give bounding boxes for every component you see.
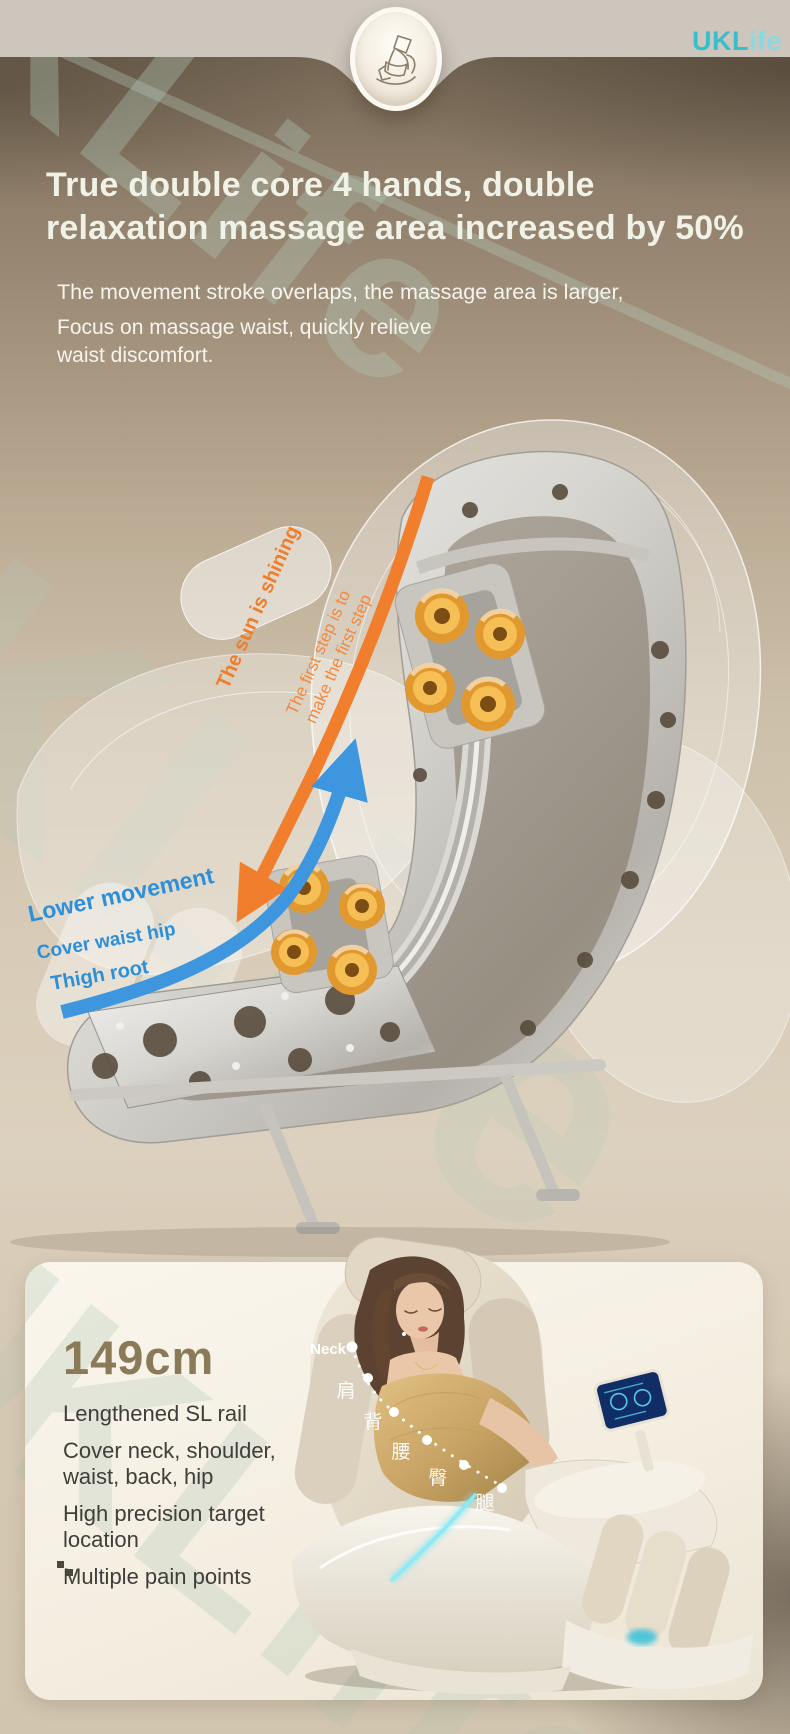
lower-stroke-arrow xyxy=(60,738,368,1019)
pixel-artifact xyxy=(66,1569,73,1576)
massage-chair-line-icon xyxy=(376,35,416,85)
subtitle-line-1: The movement stroke overlaps, the massag… xyxy=(57,280,624,304)
footrest-light xyxy=(627,1629,657,1645)
frame-legs xyxy=(10,1059,670,1257)
chair-base xyxy=(350,1648,572,1695)
subtitle-line-3: waist discomfort. xyxy=(57,344,214,367)
massage-chair-photo: Neck 肩 背 腰 臀 腿 xyxy=(290,1228,763,1700)
title-line-2: relaxation massage area increased by 50% xyxy=(46,209,744,247)
shoulder-label: 肩 xyxy=(336,1380,355,1402)
brand-logo-light: ife xyxy=(748,26,782,56)
title-line-1: True double core 4 hands, double xyxy=(46,166,595,204)
massage-chair-illustration: Neck 肩 背 腰 臀 腿 xyxy=(292,1236,754,1695)
armrest-pad xyxy=(534,1461,706,1519)
woman xyxy=(354,1256,558,1502)
brand-badge xyxy=(350,7,442,111)
brand-logo: UKLife xyxy=(692,26,782,57)
massage-zone-dots xyxy=(346,1341,507,1493)
feature-line: Multiple pain points xyxy=(63,1564,252,1589)
ghost-headrest xyxy=(180,526,332,640)
chair-left-wing xyxy=(294,1313,380,1505)
mechanism-diagram: The sun is shining The first step is to … xyxy=(10,419,790,1257)
feature-line: Cover neck, shoulder, waist, back, hip xyxy=(63,1438,276,1489)
feature-card-text: 149cm Lengthened SL rail Cover neck, sho… xyxy=(63,1330,298,1590)
leg-label: 腿 xyxy=(475,1493,494,1514)
control-tablet xyxy=(594,1369,670,1472)
brand-logo-bold: UKL xyxy=(691,26,749,56)
feature-line: Lengthened SL rail xyxy=(63,1401,247,1426)
feature-line: High precision target location xyxy=(63,1501,265,1552)
rail-length-headline: 149cm xyxy=(63,1331,215,1384)
waist-label: 腰 xyxy=(391,1442,410,1463)
subtitle-line-2: Focus on massage waist, quickly relieve xyxy=(57,316,432,339)
chair-seat-shell xyxy=(292,1505,602,1675)
pixel-artifact xyxy=(57,1561,64,1568)
hip-label: 臀 xyxy=(428,1468,447,1489)
footrest xyxy=(582,1514,730,1657)
neck-label: Neck xyxy=(310,1341,347,1358)
back-label: 背 xyxy=(363,1411,382,1433)
page-title: True double core 4 hands, double relaxat… xyxy=(46,164,756,250)
ambient-light-strip xyxy=(390,1493,477,1582)
subtitle-block: Focus on massage waist, quickly relieve … xyxy=(57,314,537,370)
upper-rollers xyxy=(405,588,525,731)
footrest-shell xyxy=(562,1620,754,1690)
